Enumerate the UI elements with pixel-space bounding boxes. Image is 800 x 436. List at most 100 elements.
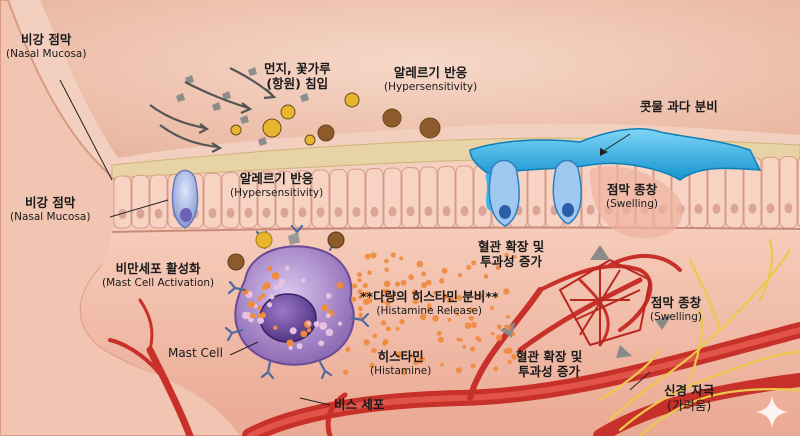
granule (318, 340, 325, 347)
mast-cell-nucleus (259, 293, 317, 343)
granule (257, 296, 263, 301)
histamine-dot (426, 305, 433, 311)
epithelial-cell (347, 168, 366, 229)
pollen-particle (230, 124, 242, 136)
histamine-dot (364, 291, 370, 297)
dust-particle (185, 75, 194, 84)
granule (306, 321, 311, 326)
epithelial-cell (761, 156, 780, 229)
epithelial-cell (527, 163, 546, 229)
pollen-particle (280, 104, 296, 120)
histamine-dot (421, 271, 427, 277)
allergen-arrows (149, 67, 277, 153)
epithelial-cell (365, 168, 384, 229)
cell-nucleus (154, 208, 163, 219)
histamine-dot (447, 317, 452, 322)
histamine-dot (432, 315, 439, 322)
pollen-particle (317, 124, 335, 142)
dust-particle (212, 102, 221, 111)
histamine-dot (412, 297, 419, 305)
histamine-dot (395, 326, 400, 331)
histamine-dot (470, 346, 476, 352)
histamine-dot (412, 289, 419, 296)
histamine-dot (365, 297, 373, 304)
histamine-dot (441, 267, 448, 274)
granule (296, 343, 303, 350)
label-swelling-right: 점막 종창 (Swelling) (650, 295, 702, 323)
cell-nucleus (460, 206, 469, 216)
granule (300, 330, 308, 338)
epithelial-cell (383, 167, 402, 229)
cell-nucleus (352, 206, 361, 217)
label-mucus-secretion: 콧물 과다 분비 (640, 99, 718, 114)
swelling-bulge (590, 166, 683, 239)
granule (300, 277, 306, 283)
dust-particle (176, 93, 185, 102)
histamine-dot (342, 369, 349, 376)
histamine-dot (468, 307, 474, 313)
histamine-dot (446, 299, 451, 304)
granule (267, 302, 273, 308)
granule (249, 312, 256, 319)
cell-nucleus (478, 205, 487, 216)
granule (273, 325, 278, 330)
histamine-dot (384, 258, 389, 264)
histamine-dot (475, 336, 480, 341)
cell-nucleus (388, 206, 397, 217)
histamine-dot (455, 312, 460, 316)
label-histamine: 히스타민 (Histamine) (370, 349, 432, 377)
epithelial-cell (131, 174, 150, 229)
histamine-dot (493, 294, 499, 299)
histamine-dot (400, 279, 407, 286)
histamine-dot (416, 260, 424, 268)
histamine-dot (364, 253, 371, 260)
histamine-dot (408, 274, 414, 280)
histamine-dot (457, 273, 463, 278)
pollen-particle (344, 92, 360, 108)
dust-particle (258, 137, 267, 146)
label-vessel-dilation-bottom: 혈관 확장 및 투과성 증가 (516, 349, 583, 379)
goblet-cell-right-1 (488, 159, 520, 227)
cell-nucleus (298, 207, 307, 218)
histamine-dot (432, 290, 437, 295)
histamine-dot (410, 353, 415, 358)
dust-particle (300, 93, 309, 102)
histamine-dot (456, 294, 463, 301)
histamine-dot (470, 363, 476, 369)
histamine-dot (395, 351, 402, 358)
nasal-cavity (40, 0, 800, 158)
epithelial-cell (239, 171, 258, 229)
histamine-dot (456, 337, 461, 342)
pollen-particle (382, 108, 402, 128)
histamine-dot (468, 315, 474, 321)
histamine-dot (462, 344, 467, 349)
epithelial-cell (203, 172, 222, 229)
histamine-dot (399, 256, 404, 261)
histamine-particles (342, 252, 518, 376)
granule (321, 304, 329, 312)
histamine-dot (371, 347, 377, 354)
label-mast-activation: 비만세포 활성화 (Mast Cell Activation) (102, 261, 215, 289)
histamine-dot (466, 291, 471, 296)
epithelial-cell (455, 165, 474, 229)
histamine-dot (382, 338, 389, 345)
histamine-dot (505, 347, 513, 355)
granule (306, 328, 312, 333)
histamine-dot (449, 297, 455, 302)
cell-nucleus (424, 206, 433, 217)
granule (271, 271, 280, 280)
epithelial-cell (149, 174, 168, 229)
cell-nucleus (136, 208, 145, 219)
histamine-dot (413, 359, 419, 366)
mucus-pointer-arrow (600, 148, 608, 156)
cell-nucleus (208, 208, 217, 219)
granule (286, 339, 294, 347)
airborne-allergens (176, 67, 441, 146)
bound-pollen-2 (227, 253, 245, 271)
histamine-dot (490, 331, 495, 336)
nerve-fibers (598, 238, 800, 436)
granule (247, 300, 255, 309)
leader-lines (59, 79, 651, 406)
histamine-dot (384, 300, 391, 306)
granule (261, 285, 267, 290)
